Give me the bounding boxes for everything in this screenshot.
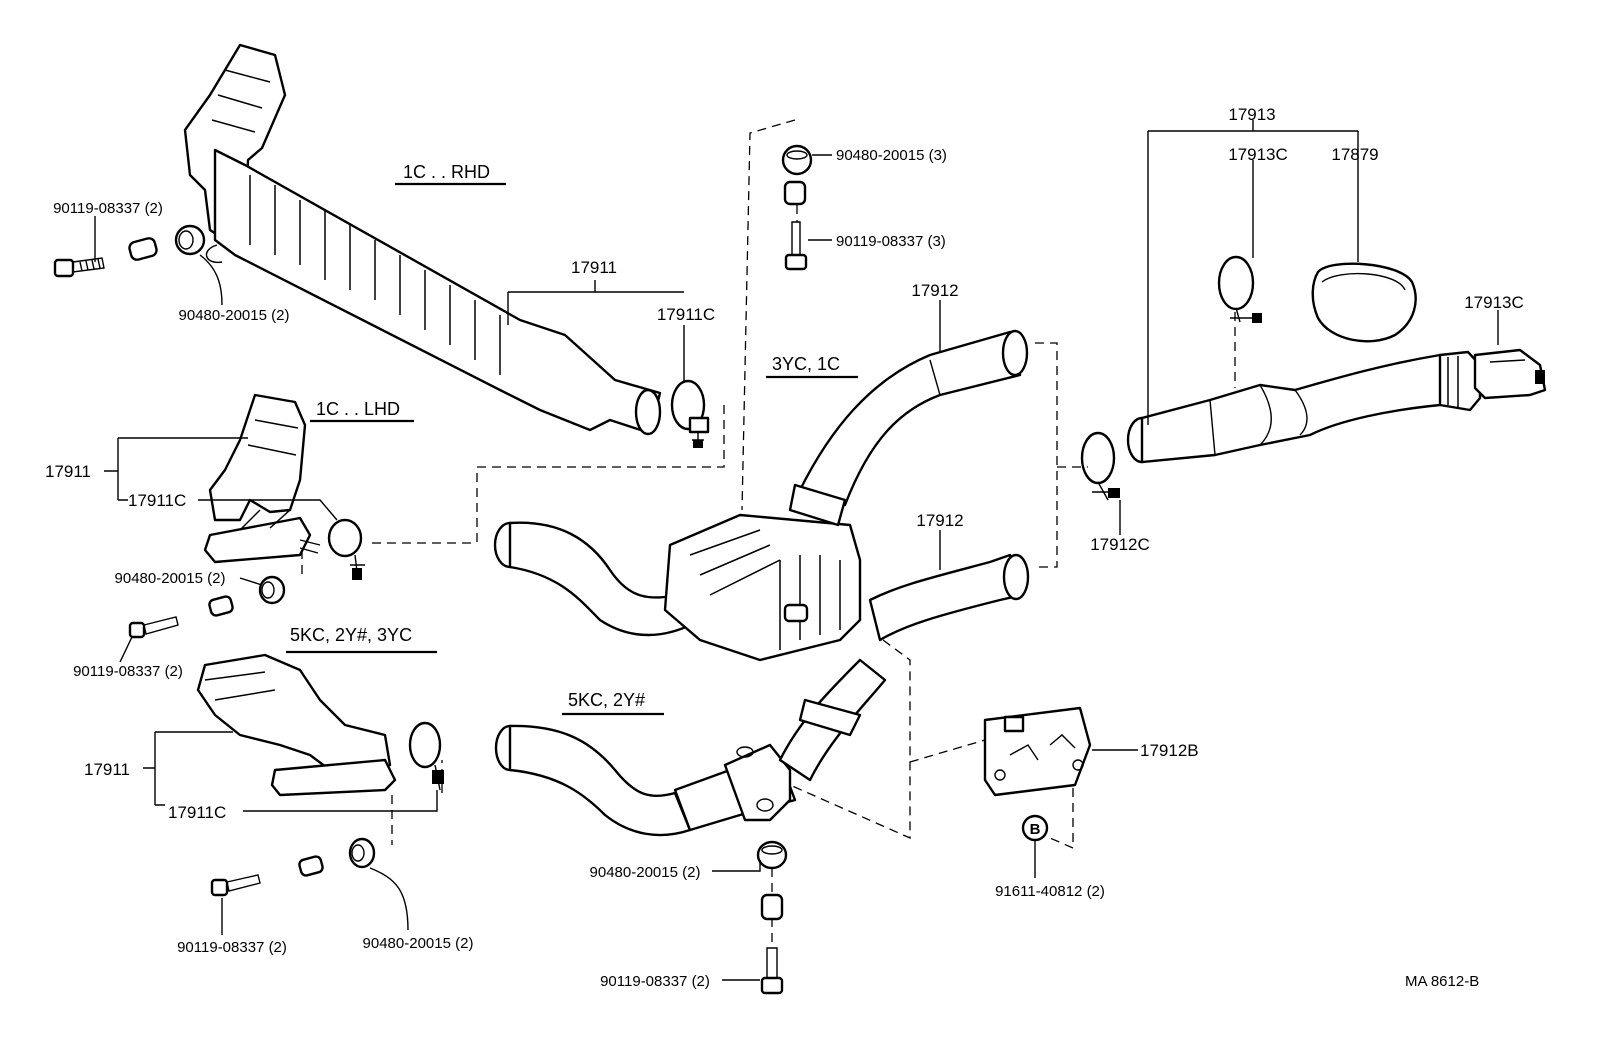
label-grommet-bc: 90480-20015 (2)	[590, 864, 701, 881]
circle-b-symbol: B	[1030, 821, 1041, 838]
label-bolt-tl: 90119-08337 (2)	[53, 200, 163, 217]
label-17912b: 17912B	[1140, 741, 1199, 760]
tail-pipe-rhd	[183, 43, 662, 436]
label-17912c: 17912C	[1090, 535, 1150, 554]
tail-pipe-lhd	[203, 393, 321, 564]
center-pipe-17912-top	[788, 329, 1029, 527]
bolt-lhd	[128, 616, 179, 639]
label-91611-40812: 91611-40812 (2)	[995, 883, 1105, 900]
label-grommet-lhd: 90480-20015 (2)	[115, 570, 226, 587]
bolt-5kc	[210, 874, 261, 897]
spacer-5kc	[298, 855, 324, 877]
dashed-guides	[301, 119, 1236, 948]
label-bolt-bc: 90119-08337 (2)	[600, 973, 710, 990]
spacer-bc	[760, 893, 784, 921]
label-grommet-5kc: 90480-20015 (2)	[363, 935, 474, 952]
leader-lines	[94, 120, 1499, 981]
grommet-c3	[781, 144, 813, 176]
clamp-17913c-right	[1473, 348, 1547, 400]
bolt-bc	[760, 947, 784, 995]
label-bolt-c3: 90119-08337 (3)	[836, 233, 946, 250]
grommet-bc	[756, 840, 788, 870]
clamp-17911c-lhd	[327, 518, 365, 581]
front-pipe-5kc	[494, 658, 887, 837]
clamp-17911c-5kc	[408, 721, 444, 791]
label-bolt-lhd: 90119-08337 (2)	[73, 663, 183, 680]
tail-pipe-5kc	[196, 653, 397, 797]
label-17911-top: 17911	[571, 258, 617, 277]
label-grommet-tl: 90480-20015 (2)	[179, 307, 290, 324]
diagram-code: MA 8612-B	[1405, 973, 1479, 990]
bracket-17912b	[983, 706, 1092, 797]
spacer-c3	[783, 180, 807, 206]
bolt-c3	[784, 221, 808, 271]
label-17912-bottom: 17912	[916, 511, 963, 530]
converter-3yc	[663, 513, 862, 662]
label-17913c-b: 17913C	[1464, 293, 1524, 312]
header-1c-lhd: 1C . . LHD	[316, 399, 400, 419]
header-5kc-2y-3yc: 5KC, 2Y#, 3YC	[290, 625, 412, 645]
header-3yc-1c: 3YC, 1C	[772, 354, 840, 374]
label-17912-top: 17912	[911, 281, 958, 300]
label-17911c-lhd: 17911C	[128, 491, 186, 510]
header-5kc-2y: 5KC, 2Y#	[568, 690, 645, 710]
label-17911c-top: 17911C	[657, 305, 715, 324]
bolt-circle-b: B	[1021, 814, 1049, 842]
spacer-tl	[128, 237, 158, 261]
label-17913c-a: 17913C	[1228, 145, 1288, 164]
tail-pipe-17913	[1126, 350, 1482, 464]
spacer-lhd	[208, 595, 234, 617]
label-17911-lhd: 17911	[45, 462, 91, 481]
bolt-tl	[53, 257, 105, 278]
label-17879: 17879	[1331, 145, 1378, 164]
label-grommet-c3: 90480-20015 (3)	[836, 147, 947, 164]
label-17911-5kc: 17911	[84, 760, 130, 779]
center-pipe-17912-bottom	[868, 553, 1030, 642]
header-1c-rhd: 1C . . RHD	[403, 162, 490, 182]
grommet-5kc	[348, 837, 376, 869]
clamp-17912c	[1080, 431, 1120, 501]
variant-headers: 1C . . RHD 1C . . LHD 3YC, 1C 5KC, 2Y#, …	[286, 162, 858, 716]
label-bolt-5kc: 90119-08337 (2)	[177, 939, 287, 956]
label-17911c-5kc: 17911C	[168, 803, 226, 822]
label-17913: 17913	[1228, 105, 1275, 124]
clamp-17913c-left	[1217, 255, 1262, 323]
clamp-17911c-top	[670, 379, 710, 448]
grommet-lhd	[258, 575, 286, 605]
grommet-tl	[174, 224, 206, 256]
heat-insulator-17879	[1311, 262, 1417, 343]
part-labels: 17913 17913C 17879 17913C 17912 17912 17…	[45, 105, 1524, 990]
